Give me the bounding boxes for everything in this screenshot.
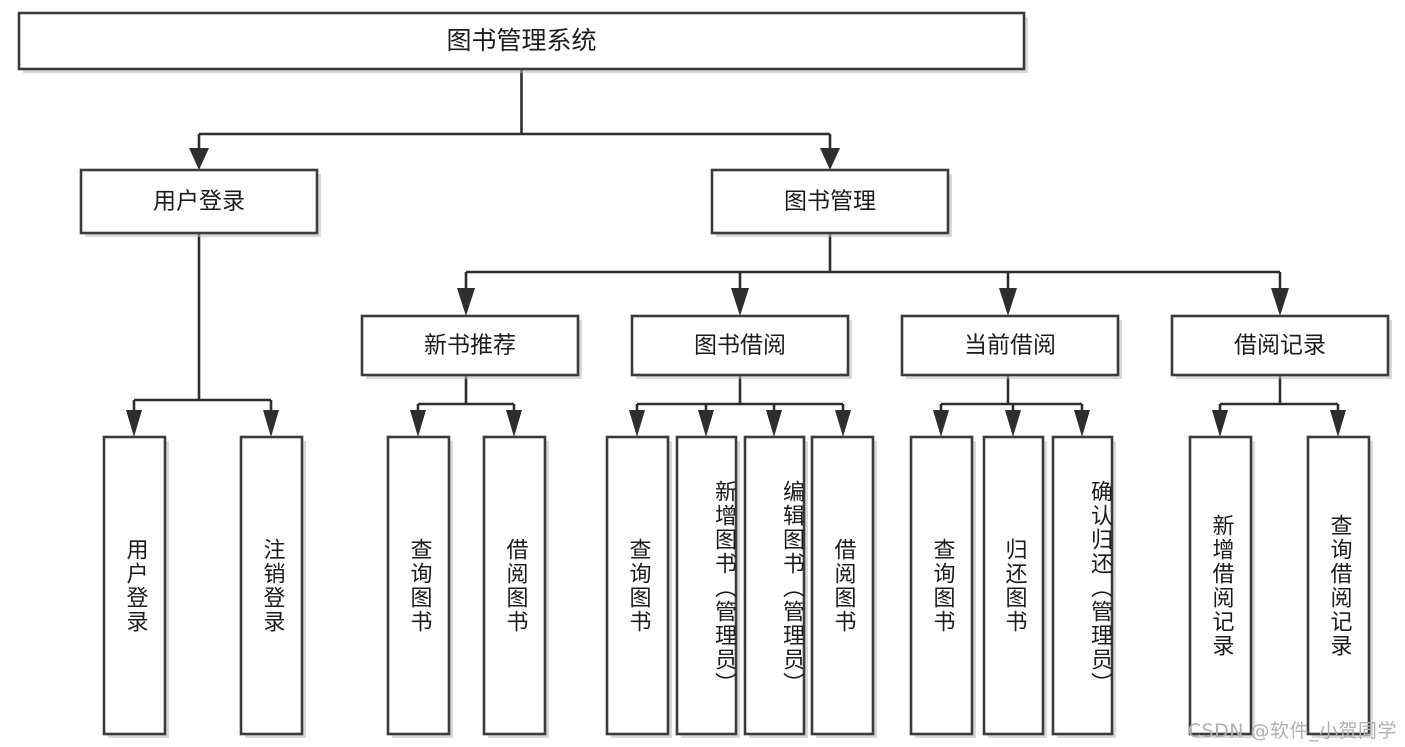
node-borrow-record-box[interactable] — [1170, 314, 1390, 377]
node-leaf-confirm-return-box[interactable] — [1051, 435, 1114, 736]
node-user-login-label: 用户登录 — [153, 189, 245, 215]
arrow-to-leaf-query-book-rec — [410, 410, 426, 437]
arrow-to-borrow-record — [1271, 288, 1289, 316]
node-leaf-query-borrow-record-box[interactable] — [1306, 435, 1371, 736]
node-layer: 图书管理系统 用户登录 图书管理 新书推荐 — [17, 11, 1392, 738]
node-root[interactable]: 图书管理系统 — [17, 11, 1028, 73]
node-leaf-edit-book-box[interactable] — [743, 435, 806, 736]
arrow-to-leaf-add-book — [698, 410, 714, 437]
connector-layer — [126, 69, 1346, 437]
node-leaf-add-book-box[interactable] — [675, 435, 738, 736]
node-leaf-add-book[interactable] — [675, 435, 740, 738]
node-new-book-recommend-label: 新书推荐 — [424, 333, 516, 359]
arrow-to-book-management — [820, 148, 840, 170]
arrow-to-book-borrow — [731, 288, 749, 316]
node-leaf-user-login-box[interactable] — [102, 435, 167, 736]
arrow-to-leaf-borrow-book-rec — [506, 410, 522, 437]
arrow-to-leaf-borrow-book — [835, 410, 851, 437]
node-leaf-confirm-return[interactable] — [1051, 435, 1116, 738]
arrow-to-leaf-return-book — [1005, 410, 1021, 437]
node-book-borrow[interactable]: 图书借阅 — [630, 314, 852, 379]
arrow-to-current-borrow — [999, 288, 1017, 316]
node-leaf-query-book-current-box[interactable] — [909, 435, 974, 736]
node-leaf-return-book-box[interactable] — [982, 435, 1045, 736]
node-new-book-recommend-box[interactable] — [360, 314, 580, 377]
node-root-label: 图书管理系统 — [446, 26, 596, 55]
arrow-to-leaf-query-book-current — [933, 410, 949, 437]
node-leaf-query-book-current[interactable] — [909, 435, 976, 738]
arrow-to-leaf-query-borrow-record — [1330, 410, 1346, 437]
arrow-to-leaf-user-login — [126, 410, 142, 437]
arrow-to-new-book-recommend — [457, 288, 475, 316]
node-leaf-borrow-book-rec-box[interactable] — [482, 435, 547, 736]
node-leaf-query-borrow-record[interactable] — [1306, 435, 1373, 738]
node-user-login-box[interactable] — [79, 168, 319, 235]
node-leaf-user-login[interactable] — [102, 435, 169, 738]
node-leaf-query-book-borrow-box[interactable] — [605, 435, 670, 736]
node-leaf-query-book-rec[interactable] — [386, 435, 453, 738]
node-leaf-borrow-book-rec[interactable] — [482, 435, 549, 738]
node-new-book-recommend[interactable]: 新书推荐 — [360, 314, 582, 379]
arrow-to-leaf-edit-book — [766, 410, 782, 437]
node-book-management[interactable]: 图书管理 — [710, 168, 952, 237]
leaf-node-layer — [102, 435, 1373, 738]
node-current-borrow-box[interactable] — [900, 314, 1120, 377]
node-leaf-edit-book[interactable] — [743, 435, 808, 738]
node-leaf-add-borrow-record[interactable] — [1188, 435, 1255, 738]
node-current-borrow-label: 当前借阅 — [964, 333, 1056, 359]
node-book-borrow-box[interactable] — [630, 314, 850, 377]
node-borrow-record-label: 借阅记录 — [1234, 333, 1326, 359]
arrow-to-leaf-query-book-borrow — [629, 410, 645, 437]
node-leaf-borrow-book-box[interactable] — [810, 435, 875, 736]
node-leaf-query-book-borrow[interactable] — [605, 435, 672, 738]
node-leaf-return-book[interactable] — [982, 435, 1047, 738]
node-leaf-logout-box[interactable] — [239, 435, 304, 736]
node-leaf-query-book-rec-box[interactable] — [386, 435, 451, 736]
arrow-to-leaf-add-borrow-record — [1212, 410, 1228, 437]
arrow-to-leaf-confirm-return — [1074, 410, 1090, 437]
csdn-watermark: CSDN @软件_小贺同学 — [1187, 720, 1397, 742]
node-leaf-borrow-book[interactable] — [810, 435, 877, 738]
node-current-borrow[interactable]: 当前借阅 — [900, 314, 1122, 379]
arrow-to-user-login — [189, 148, 209, 170]
node-leaf-add-borrow-record-box[interactable] — [1188, 435, 1253, 736]
node-root-box[interactable] — [17, 11, 1026, 71]
node-book-borrow-label: 图书借阅 — [694, 333, 786, 359]
node-book-management-label: 图书管理 — [784, 189, 876, 215]
arrow-to-leaf-logout — [263, 410, 279, 437]
node-book-management-box[interactable] — [710, 168, 950, 235]
node-borrow-record[interactable]: 借阅记录 — [1170, 314, 1392, 379]
node-user-login[interactable]: 用户登录 — [79, 168, 321, 237]
node-leaf-logout[interactable] — [239, 435, 306, 738]
